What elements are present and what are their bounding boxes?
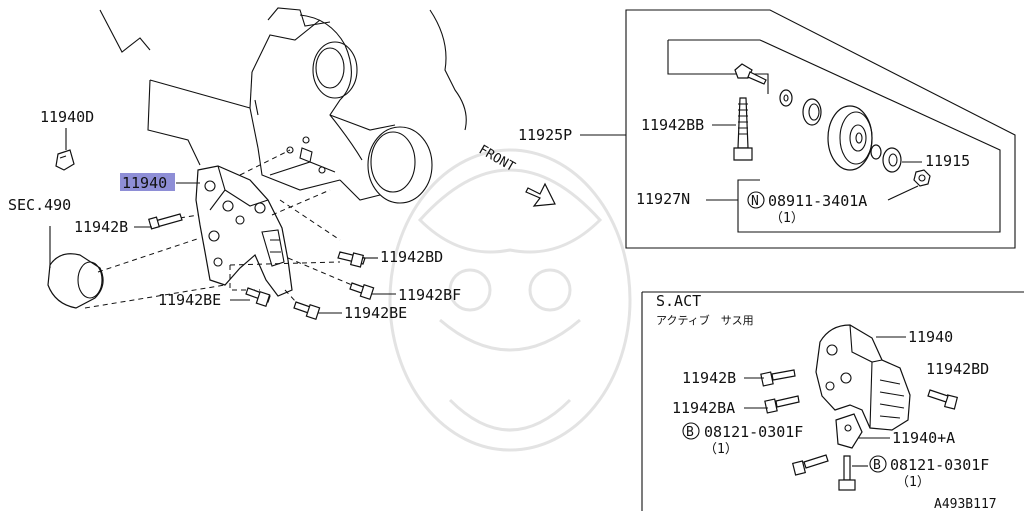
- sact-subtitle: アクティブ サス用: [656, 313, 754, 327]
- front-arrow-icon: [525, 182, 556, 207]
- sact-label-11942B: 11942B: [682, 369, 736, 387]
- sact-label-11940A: 11940+A: [892, 429, 955, 447]
- washer-1: [779, 89, 793, 107]
- label-11940[interactable]: 11940: [122, 174, 167, 192]
- sact-bolt1-symbol-icon: [682, 422, 700, 440]
- drawing-id: A493B117: [934, 497, 997, 511]
- label-nut-code: 08911-3401A: [768, 192, 867, 210]
- sact-bolt1-symbol: B: [686, 425, 694, 440]
- nut: [913, 169, 931, 187]
- label-11940D: 11940D: [40, 108, 94, 126]
- sact-label-11942BA: 11942BA: [672, 399, 735, 417]
- sact-bolt2-symbol: B: [873, 458, 881, 473]
- sact-bolt-2: [838, 455, 856, 491]
- label-11942BE-1: 11942BE: [158, 291, 221, 309]
- label-11942B: 11942B: [74, 218, 128, 236]
- sact-label-11942BD: 11942BD: [926, 360, 989, 378]
- label-11942BD: 11942BD: [380, 248, 443, 266]
- nut-symbol-icon: [747, 191, 765, 209]
- sact-label-bolt1-qty: （1）: [704, 442, 738, 457]
- bolt-11942BF: [349, 282, 375, 301]
- sact-bolt-11942BA: [764, 395, 800, 414]
- label-11942BB: 11942BB: [641, 116, 704, 134]
- pulley: [827, 105, 873, 171]
- label-11942BF: 11942BF: [398, 286, 461, 304]
- sact-bolt2-symbol-icon: [869, 455, 887, 473]
- bolt-11942BE-1: [245, 287, 271, 308]
- watermark: [388, 148, 632, 452]
- spacer: [802, 98, 822, 126]
- sact-title: S.ACT: [656, 292, 701, 310]
- stud-11942BB: [733, 97, 753, 161]
- sact-detail-box: [641, 291, 1024, 511]
- washer-11915: [882, 147, 902, 173]
- pulley-detail-box: [625, 9, 1016, 249]
- sact-label-bolt1-code: 08121-0301F: [704, 423, 803, 441]
- bolt-11942B: [148, 213, 183, 230]
- label-11942BE-2: 11942BE: [344, 304, 407, 322]
- bolt-11942BD: [337, 251, 366, 268]
- sact-bolt-11942B: [760, 369, 796, 387]
- label-11915: 11915: [925, 152, 970, 170]
- clip-11940D: [55, 149, 75, 171]
- label-nut-qty: （1）: [770, 211, 804, 226]
- sact-label-bolt2-qty: （1）: [896, 475, 930, 490]
- engine-block-outline: [99, 7, 467, 204]
- nut-symbol: N: [751, 194, 759, 209]
- sact-bolt-11942BD: [927, 389, 959, 410]
- sact-bolt-1: [791, 454, 829, 476]
- label-11925P: 11925P: [518, 126, 572, 144]
- pump-sec490: [47, 226, 104, 309]
- washer-2: [870, 144, 882, 160]
- sact-label-bolt2-code: 08121-0301F: [890, 456, 989, 474]
- bracket-11940: [195, 165, 293, 297]
- sact-bracket-11940A: [835, 413, 863, 449]
- pulley-bolt: [734, 63, 767, 85]
- bolt-11942BE-2: [293, 301, 321, 321]
- label-11927N: 11927N: [636, 190, 690, 208]
- sact-label-11940: 11940: [908, 328, 953, 346]
- sact-bracket: [815, 324, 911, 431]
- highlight-11940: [120, 173, 175, 191]
- label-sec490: SEC.490: [8, 196, 71, 214]
